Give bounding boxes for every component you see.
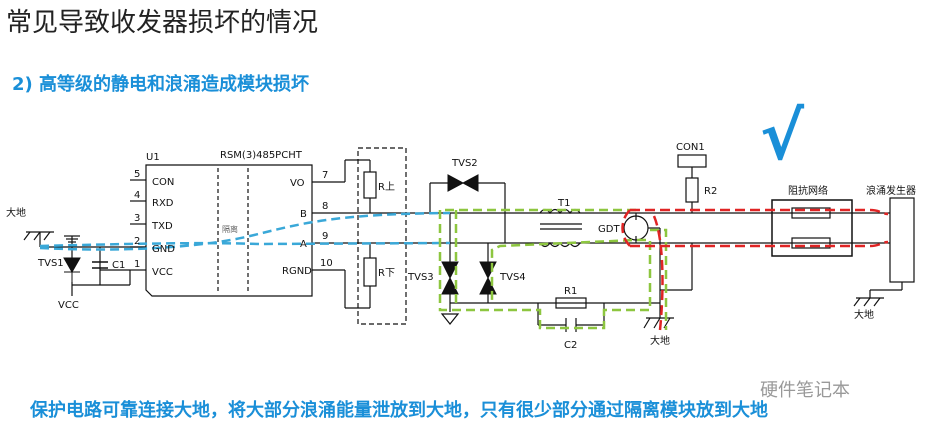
pin-name-txd: TXD [151,221,173,232]
label-impedance: 阻抗网络 [788,184,828,197]
protection-path [438,208,652,330]
label-surge-generator: 浪涌发生器 [866,184,916,197]
pin-num-con: 5 [134,169,140,180]
pin-num-vo: 7 [322,170,328,181]
pin-num-b: 8 [322,201,328,212]
pin-num-a: 9 [322,231,328,242]
label-r2: R2 [704,186,717,197]
label-earth-right: 大地 [854,308,874,321]
pin-num-rxd: 4 [134,190,140,201]
caption: 保护电路可靠连接大地，将大部分浪涌能量泄放到大地，只有很少部分通过隔离模块放到大… [30,400,768,421]
surge-path-bottom [630,240,889,248]
isolation-label: 隔离 [222,224,238,234]
page-title: 常见导致收发器损坏的情况 [6,8,319,38]
label-t1: T1 [557,198,570,209]
pin-name-vo: VO [290,178,305,189]
section-subtitle: 2) 高等级的静电和浪涌造成模块损坏 [12,74,310,95]
watermark: 硬件笔记本 [760,380,850,401]
module-body [145,164,313,297]
tvs4-icon [479,261,497,295]
surge-path-top [630,208,889,216]
module-name: RSM(3)485PCHT [220,150,303,161]
pin-name-rxd: RXD [152,198,174,209]
label-vcc: VCC [58,300,79,311]
tvs1-icon [63,257,81,274]
label-tvs2: TVS2 [451,158,478,169]
label-earth-mid: 大地 [650,334,670,347]
label-earth-left: 大地 [6,206,26,219]
pin-name-con: CON [152,177,174,188]
module-ref: U1 [146,152,160,163]
label-tvs1: TVS1 [37,258,64,269]
module-current-path-b [39,211,451,251]
label-r1: R1 [564,286,577,297]
pin-name-b: B [300,209,307,220]
module-current-path-a [39,241,451,248]
pin-num-rgnd: 10 [320,258,333,269]
label-con1: CON1 [676,142,705,153]
pin-name-a: A [300,239,307,250]
pin-name-gnd: GND [152,244,175,255]
pin-name-rgnd: RGND [282,266,312,277]
pin-num-txd: 3 [134,213,140,224]
label-tvs3: TVS3 [407,272,434,283]
label-r-bottom: R下 [378,268,395,279]
tvs2-icon [447,174,479,192]
label-tvs4: TVS4 [499,272,526,283]
label-c2: C2 [564,340,577,351]
label-r-top: R上 [378,181,395,193]
label-gdt: GDT [598,224,620,235]
pin-name-vcc: VCC [152,267,173,278]
tvs3-icon [441,261,459,295]
checkmark-icon: √ [760,98,805,175]
pin-num-vcc: 1 [134,259,140,270]
label-c1: C1 [112,260,125,271]
pin-num-gnd: 2 [134,236,140,247]
